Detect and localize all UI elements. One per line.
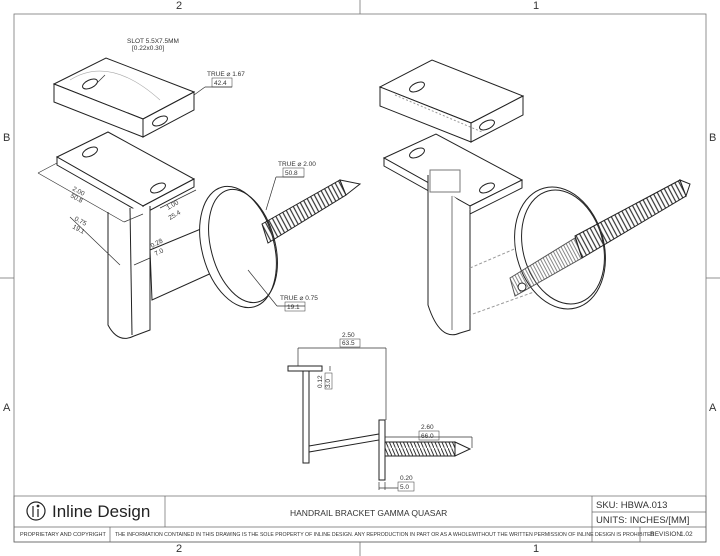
- zone-label-left-a: A: [3, 402, 11, 414]
- iso-view-right: [378, 59, 691, 336]
- copyright-notice: THE INFORMATION CONTAINED IN THIS DRAWIN…: [115, 532, 655, 538]
- true-075-mm: 19.1: [287, 304, 300, 311]
- dim-250: 2.50: [342, 332, 355, 339]
- dimension-labels: SLOT 5.5X7.5MM [0.22x0.30] TRUE ⌀ 1.67 4…: [69, 38, 434, 491]
- title-block-lines: [13, 495, 707, 543]
- true-167-label: TRUE ⌀ 1.67: [207, 71, 245, 78]
- zone-label-right-a: A: [709, 402, 717, 414]
- dim-028-mm: 7.0: [154, 247, 166, 258]
- iso-view-left: [52, 57, 362, 339]
- dim-260-mm: 66.0: [421, 433, 434, 440]
- dimension-boxes: [211, 77, 440, 492]
- zone-label-bottom-right: 1: [533, 543, 540, 555]
- dim-020-mm: 5.0: [400, 484, 409, 491]
- dim-012-mm: 3.0: [325, 379, 332, 388]
- side-view: [287, 365, 472, 481]
- company-name: Inline Design: [52, 502, 151, 521]
- dim-020: 0.20: [400, 475, 413, 482]
- slot-label: SLOT 5.5X7.5MM: [127, 38, 179, 45]
- proprietary-label: PROPRIETARY AND COPYRIGHT: [20, 532, 106, 538]
- zone-label-left-b: B: [3, 132, 11, 144]
- drawing-title: HANDRAIL BRACKET GAMMA QUASAR: [290, 508, 448, 518]
- revision-label: REVISION:: [650, 531, 683, 538]
- dim-260: 2.60: [421, 424, 434, 431]
- true-200-mm: 50.8: [285, 170, 298, 177]
- sku: SKU: HBWA.013: [596, 500, 668, 511]
- zone-label-bottom-left: 2: [176, 543, 183, 555]
- zone-label-right-b: B: [709, 132, 717, 144]
- zone-label-top-left: 2: [176, 0, 183, 12]
- true-167-mm: 42.4: [214, 80, 227, 87]
- dim-012: 0.12: [317, 375, 324, 388]
- true-075-label: TRUE ⌀ 0.75: [280, 295, 318, 302]
- revision-value: 1.02: [680, 531, 693, 538]
- true-200-label: TRUE ⌀ 2.00: [278, 161, 316, 168]
- zone-label-top-right: 1: [533, 0, 540, 12]
- units: UNITS: INCHES/[MM]: [596, 515, 690, 526]
- slot-inch-label: [0.22x0.30]: [132, 45, 164, 52]
- inline-design-logo-icon: [26, 501, 46, 521]
- dim-250-mm: 63.5: [342, 340, 355, 347]
